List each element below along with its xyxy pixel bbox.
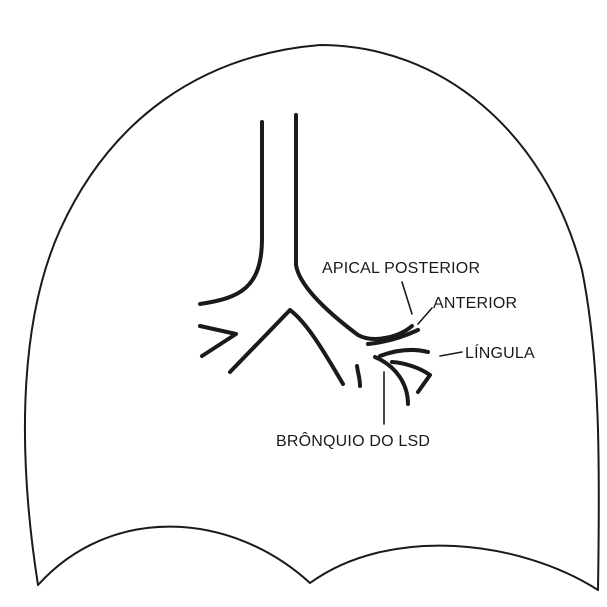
label-bronchus-lsd: BRÔNQUIO DO LSD bbox=[276, 431, 430, 450]
lung-outline bbox=[25, 45, 599, 590]
lower-lobe-left-wall bbox=[357, 366, 360, 386]
trachea-left-wall bbox=[200, 122, 262, 304]
leader-apical-posterior bbox=[402, 282, 412, 314]
label-anterior: ANTERIOR bbox=[433, 295, 517, 312]
leader-anterior bbox=[418, 308, 432, 324]
lingula-segment-branch-1 bbox=[380, 350, 428, 356]
carina-branch bbox=[230, 310, 343, 384]
label-lingula: LÍNGULA bbox=[465, 343, 535, 362]
right-bronchus-upper bbox=[200, 326, 236, 356]
leader-lingula bbox=[440, 352, 462, 356]
diaphragm-outline bbox=[38, 527, 598, 590]
trachea-right-wall bbox=[296, 115, 412, 339]
label-apical-posterior: APICAL POSTERIOR bbox=[322, 260, 480, 277]
